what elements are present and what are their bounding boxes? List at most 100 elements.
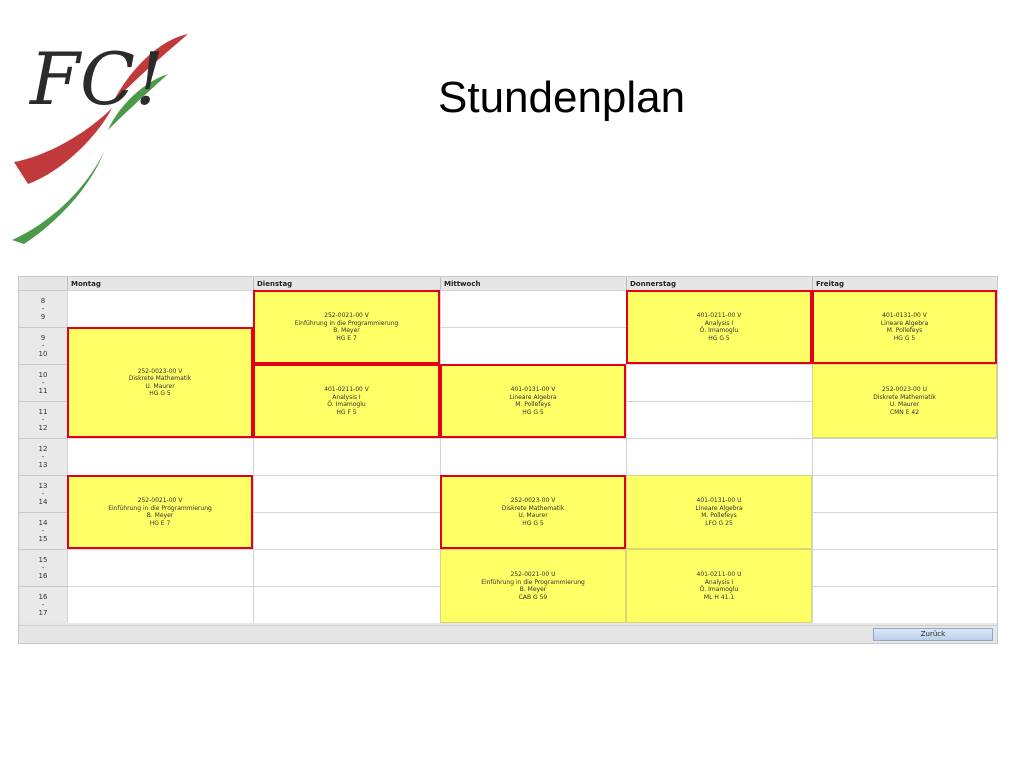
course-room: HG G 5 — [149, 390, 171, 397]
timetable-cell — [812, 549, 997, 586]
course-number: 252-0021-00 V — [137, 497, 183, 504]
back-button[interactable]: Zurück — [873, 628, 993, 641]
course-number: 401-0211-00 U — [696, 571, 742, 578]
course-room: ML H 41.1 — [703, 593, 735, 601]
hour-separator: - — [41, 564, 45, 572]
hour-separator: - — [41, 342, 45, 350]
hour-label: 14-15 — [19, 512, 67, 549]
hour-label: 10-11 — [19, 364, 67, 401]
course-number: 401-0131-00 U — [696, 497, 742, 504]
course-room: CAB G 59 — [518, 593, 548, 601]
logo-graphic: FC! — [12, 34, 188, 244]
course-title: Diskrete Mathematik — [128, 375, 192, 382]
course-title: Lineare Algebra — [880, 319, 929, 327]
timetable-cell — [626, 364, 812, 401]
course-lecturer: B. Meyer — [333, 327, 360, 334]
timetable-cell — [67, 549, 253, 586]
course-room: HG G 5 — [708, 334, 730, 342]
hour-separator: - — [41, 527, 45, 535]
course-lecturer: B. Meyer — [146, 512, 174, 519]
course-lecturer: M. Pollefeys — [701, 512, 737, 519]
timetable-cell — [253, 512, 440, 549]
course-lecturer: M. Pollefeys — [515, 401, 551, 408]
course-title: Einführung in die Programmierung — [481, 578, 585, 586]
course-lecturer: Ö. Imamoglu — [327, 401, 366, 408]
course-room: CMN E 42 — [889, 408, 920, 416]
timetable-cell — [812, 512, 997, 549]
course-title: Einführung in die Programmierung — [108, 504, 212, 512]
day-header: Donnerstag — [626, 277, 812, 291]
course-title: Lineare Algebra — [509, 393, 557, 401]
course-room: LFO G 25 — [705, 519, 733, 527]
hour-from: 8 — [40, 297, 46, 305]
course-title: Lineare Algebra — [695, 504, 743, 512]
timetable-cell — [440, 438, 626, 475]
course-number: 252-0023-00 V — [137, 367, 183, 375]
timetable-cell — [440, 290, 626, 327]
hour-from: 12 — [38, 445, 48, 453]
course-number: 401-0131-00 V — [510, 386, 556, 393]
day-header: Dienstag — [253, 277, 440, 291]
hour-label: 15-16 — [19, 549, 67, 586]
course-number: 401-0131-00 V — [882, 312, 927, 319]
course-number: 252-0023-00 V — [510, 497, 556, 504]
hour-label: 11-12 — [19, 401, 67, 438]
hour-label: 8-9 — [19, 290, 67, 327]
hour-separator: - — [41, 379, 45, 387]
hour-to: 15 — [38, 535, 48, 543]
course-number: 401-0211-00 V — [324, 386, 369, 393]
page-title: Stundenplan — [438, 73, 686, 122]
course-title: Einführung in die Programmierung — [294, 319, 399, 327]
timetable-cell — [440, 327, 626, 364]
hour-to: 9 — [40, 313, 46, 321]
course-title: Diskrete Mathematik — [501, 504, 565, 512]
course-room: HG G 5 — [893, 334, 916, 342]
course-number: 252-0021-00 U — [510, 571, 556, 578]
course-number: 252-0021-00 V — [324, 312, 369, 319]
timetable-cell — [812, 586, 997, 623]
timetable-cell — [67, 438, 253, 475]
timetable-cell — [626, 401, 812, 438]
hour-separator: - — [41, 305, 45, 313]
hour-from: 11 — [38, 408, 48, 416]
hour-to: 10 — [38, 350, 48, 358]
hour-label: 16-17 — [19, 586, 67, 623]
hour-from: 16 — [38, 593, 48, 601]
hour-label: 13-14 — [19, 475, 67, 512]
logo-mark: FC! — [28, 37, 164, 121]
hour-to: 13 — [38, 461, 48, 469]
logo: FC! — [8, 12, 193, 244]
hour-to: 12 — [38, 424, 48, 432]
timetable-cell — [253, 475, 440, 512]
day-header: Freitag — [812, 277, 997, 291]
timetable-cell — [67, 290, 253, 327]
course-lecturer: U. Maurer — [889, 401, 920, 408]
course-room: HG G 5 — [522, 408, 544, 416]
timetable-cell — [626, 438, 812, 475]
course-title: Analysis I — [704, 319, 734, 327]
course-lecturer: U. Maurer — [518, 512, 548, 519]
timetable-cell — [253, 586, 440, 623]
course-lecturer: U. Maurer — [145, 382, 175, 390]
course-number: 401-0211-00 V — [696, 312, 742, 319]
course-lecturer: B. Meyer — [519, 586, 547, 593]
hour-from: 9 — [40, 334, 46, 342]
course-title: Diskrete Mathematik — [873, 393, 936, 401]
course-room: HG E 7 — [149, 519, 171, 527]
hour-from: 13 — [38, 482, 48, 490]
course-lecturer: M. Pollefeys — [886, 327, 923, 334]
